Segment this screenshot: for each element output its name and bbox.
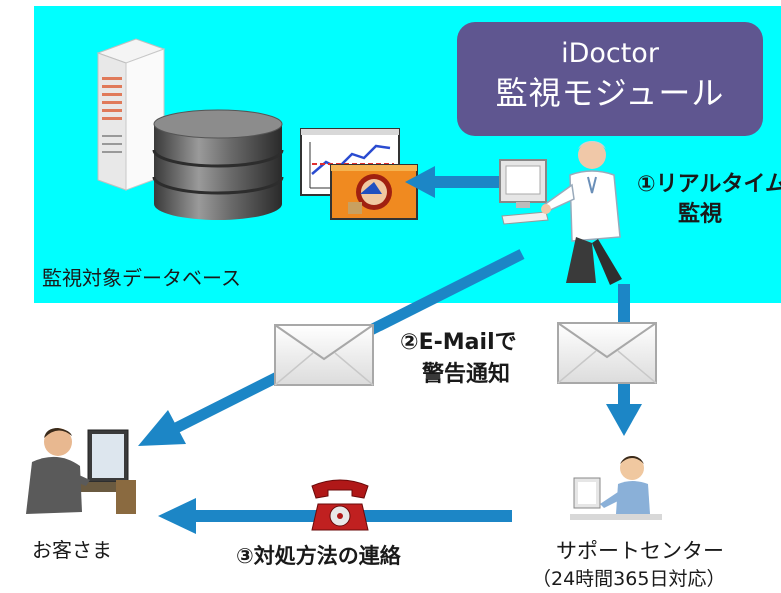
arrow-to-windows: [405, 166, 503, 198]
email-label-line2: 警告通知: [422, 362, 511, 387]
monitor-icon: [499, 159, 549, 225]
realtime-label-line2: 監視: [678, 202, 723, 227]
database-label: 監視対象データベース: [42, 266, 241, 290]
email-label-line1: ②E-Mailで: [400, 330, 517, 355]
module-title: iDoctor: [561, 38, 659, 69]
database-icon: [152, 109, 284, 220]
operator-icon: [570, 456, 662, 520]
customer-icon: [26, 428, 136, 514]
realtime-label-line1: ①リアルタイム: [637, 172, 781, 197]
support-label-line2: （24時間365日対応）: [532, 568, 726, 590]
module-subtitle: 監視モジュール: [495, 74, 725, 112]
telephone-icon: [311, 479, 369, 531]
envelope-icon: [557, 322, 657, 384]
doctor-icon: [541, 141, 622, 285]
envelope-icon: [274, 324, 374, 386]
contact-label: ③対処方法の連絡: [236, 544, 401, 568]
customer-label: お客さま: [32, 538, 112, 562]
alert-window-icon: [330, 164, 418, 220]
idoctor-module-box: iDoctor 監視モジュール: [457, 22, 763, 136]
support-label-line1: サポートセンター: [556, 539, 724, 563]
